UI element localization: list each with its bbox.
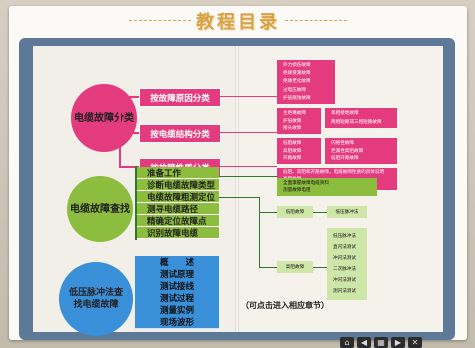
high-method-item: 测闪法测试 xyxy=(333,289,356,294)
classification-circle-label: 电缆故障分类 xyxy=(74,112,134,124)
title-rule-left xyxy=(129,20,191,22)
high-method-item: 直闪法测试 xyxy=(333,245,356,250)
structure-link xyxy=(219,132,277,133)
structure-sub-list[interactable]: 单相接地故障 两相短路或三相短路故障 xyxy=(325,108,397,128)
book-spine xyxy=(235,46,239,332)
structure-sub-item: 两相短路或三相短路故障 xyxy=(331,119,382,125)
item-by-cause-label: 按故障原因分类 xyxy=(150,93,210,104)
prep-note-item: 测量故障电阻 xyxy=(283,188,311,194)
finding-connector xyxy=(135,166,137,240)
high-branch xyxy=(259,267,277,268)
book: 电缆故障分类 按故障原因分类 按电缆结构分类 按故障性质分类 外力损伤故障 绝缘… xyxy=(19,38,455,340)
prev-icon[interactable]: ◀ xyxy=(357,336,371,348)
cause-list[interactable]: 外力损伤故障 绝缘受潮故障 绝缘老化故障 过电压故障 护层腐蚀故障 xyxy=(277,60,335,104)
low-method-label: 低压脉冲法 xyxy=(335,209,359,215)
item-diagnose[interactable]: 诊断电缆故障类型 xyxy=(137,179,219,191)
nature-item: 低阻故障 xyxy=(283,140,302,146)
high-method-item: 二次脉冲法 xyxy=(333,267,356,272)
item-waveform-label: 现场波形 xyxy=(159,318,194,328)
item-diagnose-label: 诊断电缆故障类型 xyxy=(147,180,216,191)
title-rule-right xyxy=(285,20,347,22)
next-icon[interactable]: ▶ xyxy=(391,336,405,348)
prep-note-item: 全面掌握故障电缆资料 xyxy=(283,180,329,186)
prep-note[interactable]: 全面掌握故障电缆资料 测量故障电阻 xyxy=(277,178,377,196)
low-method-box[interactable]: 低压脉冲法 xyxy=(327,206,367,218)
item-by-structure[interactable]: 按电缆结构分类 xyxy=(139,124,221,143)
toc-paper: 教程目录 电缆故障分类 按故障原因分类 按电缆结构分类 按故障性质分类 外力损伤… xyxy=(9,6,467,340)
nature-sub-list[interactable]: 闪络性故障 泄漏性高阻故障 低阻开路故障 xyxy=(325,138,397,164)
structure-item: 护层故障 xyxy=(283,118,302,124)
classification-connector-3 xyxy=(119,166,139,168)
nature-list[interactable]: 低阻故障 高阻故障 开路故障 xyxy=(277,138,321,164)
classification-circle[interactable]: 电缆故障分类 xyxy=(71,84,137,152)
item-identify-label: 识别故障电缆 xyxy=(147,228,199,239)
high-fault-box[interactable]: 高阻故障 xyxy=(277,261,313,273)
item-waveform[interactable]: 现场波形 xyxy=(135,316,219,329)
nature-sub-item: 泄漏性高阻故障 xyxy=(331,148,364,154)
high-method-item: 低压脉冲法 xyxy=(333,234,356,239)
item-rough-locate-label: 电缆故障粗测定位 xyxy=(147,192,216,203)
item-by-cause[interactable]: 按故障原因分类 xyxy=(139,88,221,107)
nature-item: 开路故障 xyxy=(283,156,302,162)
item-example-label: 测量实例 xyxy=(159,306,194,316)
item-prep[interactable]: 准备工作 xyxy=(137,167,219,179)
classification-connector-1 xyxy=(119,96,139,98)
item-identify[interactable]: 识别故障电缆 xyxy=(137,227,219,239)
item-prep-label: 准备工作 xyxy=(147,168,182,179)
pulse-method-circle[interactable]: 低压脉冲法查找电缆故障 xyxy=(59,262,133,336)
viewer-toolbar: ⌂ ◀ ▦ ▶ ✕ xyxy=(340,336,475,348)
item-wiring-label: 测试接线 xyxy=(159,282,194,292)
cause-item: 护层腐蚀故障 xyxy=(283,95,311,101)
low-method-link xyxy=(313,212,327,213)
pulse-method-circle-label: 低压脉冲法查找电缆故障 xyxy=(68,288,123,310)
low-branch xyxy=(259,212,277,213)
high-method-item: 冲闪法测试 xyxy=(333,256,356,261)
high-method-item: 冲闪法测试 xyxy=(333,278,356,283)
hint-text: （可点击进入相应章节） xyxy=(241,300,329,310)
high-method-link xyxy=(313,267,327,268)
nature-link xyxy=(219,166,277,167)
classification-connector-2 xyxy=(119,132,139,134)
item-rough-locate[interactable]: 电缆故障粗测定位 xyxy=(137,191,219,203)
prep-link xyxy=(219,176,277,177)
cause-item: 绝缘受潮故障 xyxy=(283,71,311,77)
cause-item: 外力损伤故障 xyxy=(283,63,311,69)
structure-list[interactable]: 主绝缘故障 护层故障 接头故障 xyxy=(277,108,321,134)
nature-note-item: 低阻、高阻和开路故障，电缆故障性质的具体说明 xyxy=(283,169,385,175)
exit-icon[interactable]: ✕ xyxy=(408,336,422,348)
high-fault-label: 高阻故障 xyxy=(285,264,305,270)
nature-item: 高阻故障 xyxy=(283,148,302,154)
item-by-structure-label: 按电缆结构分类 xyxy=(150,129,210,140)
low-fault-box[interactable]: 低阻故障 xyxy=(277,206,313,218)
item-overview-label: 概 述 xyxy=(159,258,194,268)
high-method-list[interactable]: 低压脉冲法 直闪法测试 冲闪法测试 二次脉冲法 冲闪法测试 测闪法测试 xyxy=(327,228,367,300)
diagnose-link xyxy=(219,197,259,198)
finding-circle-label: 电缆故障查找 xyxy=(70,203,130,215)
cause-item: 过电压故障 xyxy=(283,87,306,93)
nature-sub-item: 闪络性故障 xyxy=(331,140,354,146)
cause-item: 绝缘老化故障 xyxy=(283,79,311,85)
finding-circle[interactable]: 电缆故障查找 xyxy=(67,176,133,242)
item-process-label: 测试过程 xyxy=(159,294,194,304)
item-principle-label: 测试原理 xyxy=(159,270,194,280)
item-trace-path-label: 测寻电缆路径 xyxy=(147,204,199,215)
cause-link xyxy=(219,96,277,97)
grid-icon[interactable]: ▦ xyxy=(374,336,388,348)
classification-connector xyxy=(119,96,121,166)
structure-item: 接头故障 xyxy=(283,126,302,132)
low-fault-label: 低阻故障 xyxy=(285,209,305,215)
diagnose-branch xyxy=(259,197,260,267)
structure-item: 主绝缘故障 xyxy=(283,110,306,116)
page-title: 教程目录 xyxy=(196,12,280,33)
home-icon[interactable]: ⌂ xyxy=(340,336,354,348)
item-pinpoint-label: 精确定位故障点 xyxy=(147,216,207,227)
item-trace-path[interactable]: 测寻电缆路径 xyxy=(137,203,219,215)
structure-sub-item: 单相接地故障 xyxy=(331,111,359,117)
nature-sub-item: 低阻开路故障 xyxy=(331,156,359,162)
item-pinpoint[interactable]: 精确定位故障点 xyxy=(137,215,219,227)
